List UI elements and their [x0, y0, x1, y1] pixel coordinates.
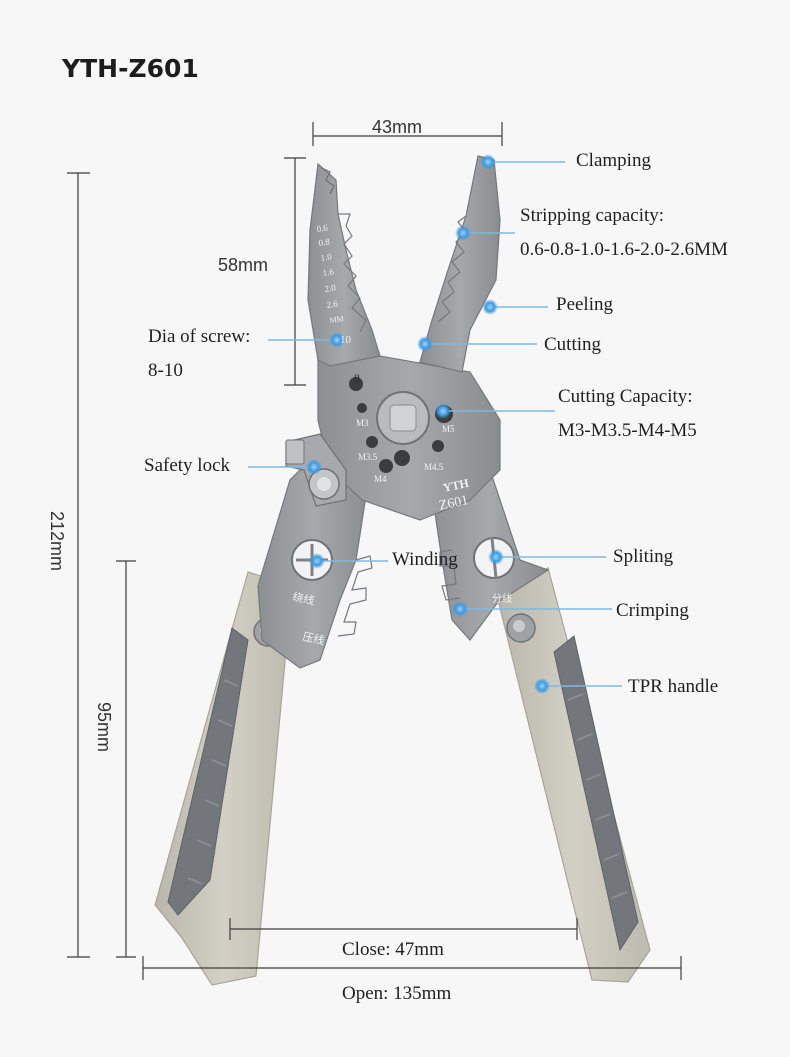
- dot-cutting-capacity: [435, 403, 451, 419]
- thread-1: M3.5: [358, 452, 378, 462]
- gauge-7: 10: [340, 334, 352, 346]
- dot-stripping: [455, 225, 471, 241]
- right-jaw: [419, 155, 501, 373]
- label-tpr-handle: TPR handle: [628, 676, 719, 697]
- thread-4: M5: [442, 424, 455, 434]
- split-cn: 分线: [492, 592, 512, 605]
- callout-dots: [306, 154, 550, 694]
- gauge-4: 2.0: [324, 282, 337, 294]
- gauge-3: 1.6: [322, 266, 335, 278]
- label-winding: Winding: [392, 549, 458, 570]
- label-crimping: Crimping: [616, 600, 689, 621]
- dot-winding: [309, 553, 325, 569]
- dot-spliting: [488, 549, 504, 565]
- left-grip-ribs: [187, 679, 239, 885]
- thread-3: M4.5: [424, 462, 444, 472]
- label-peeling: Peeling: [556, 294, 613, 315]
- dot-crimping: [452, 601, 468, 617]
- label-cutting-capacity-values: M3-M3.5-M4-M5: [558, 420, 697, 441]
- winding-cn: 绕线: [291, 589, 315, 607]
- model-marking: Z601: [438, 493, 470, 514]
- dot-peeling: [482, 299, 498, 315]
- label-stripping-title: Stripping capacity:: [520, 205, 665, 226]
- gauge-8: 8: [354, 371, 360, 385]
- right-handle: [497, 567, 651, 983]
- label-stripping-values: 0.6-0.8-1.0-1.6-2.0-2.6MM: [520, 239, 728, 260]
- label-cutting-capacity-title: Cutting Capacity:: [558, 386, 693, 407]
- dim-close-width: Close: 47mm: [342, 939, 444, 960]
- tool-engravings: 0.6 0.8 1.0 1.6 2.0 2.6 MM 10 8 M3 M3.5 …: [291, 222, 512, 647]
- gauge-0: 0.6: [316, 222, 329, 234]
- dot-cutting: [417, 336, 433, 352]
- crimp-cn: 压线: [301, 629, 325, 647]
- dim-open-width: Open: 135mm: [342, 983, 452, 1004]
- dot-safety-lock: [306, 459, 322, 475]
- label-screw-title: Dia of screw:: [148, 326, 251, 347]
- label-safety-lock: Safety lock: [144, 455, 231, 476]
- gauge-6: MM: [329, 314, 344, 325]
- dimension-lines: [67, 122, 682, 980]
- left-jaw: [307, 162, 381, 367]
- gauge-5: 2.6: [326, 298, 339, 310]
- dot-clamping: [480, 154, 496, 170]
- thread-2: M4: [374, 474, 387, 484]
- label-spliting: Spliting: [613, 546, 674, 567]
- thread-0: M3: [356, 418, 369, 428]
- dot-screw: [329, 332, 345, 348]
- brand-marking: YTH: [442, 476, 471, 495]
- label-screw-values: 8-10: [148, 360, 183, 381]
- dim-handle-length: 95mm: [94, 701, 114, 752]
- label-cutting: Cutting: [544, 334, 602, 355]
- dim-total-length: 212mm: [47, 510, 67, 572]
- label-clamping: Clamping: [576, 150, 651, 171]
- dim-jaw-width: 43mm: [372, 117, 423, 137]
- dot-tpr-handle: [534, 678, 550, 694]
- product-title: YTH-Z601: [62, 54, 199, 83]
- gauge-2: 1.0: [320, 251, 333, 263]
- right-grip-ribs: [567, 693, 628, 899]
- callout-leaders: [248, 161, 622, 687]
- gauge-1: 0.8: [318, 236, 331, 248]
- dim-jaw-length: 58mm: [218, 255, 269, 275]
